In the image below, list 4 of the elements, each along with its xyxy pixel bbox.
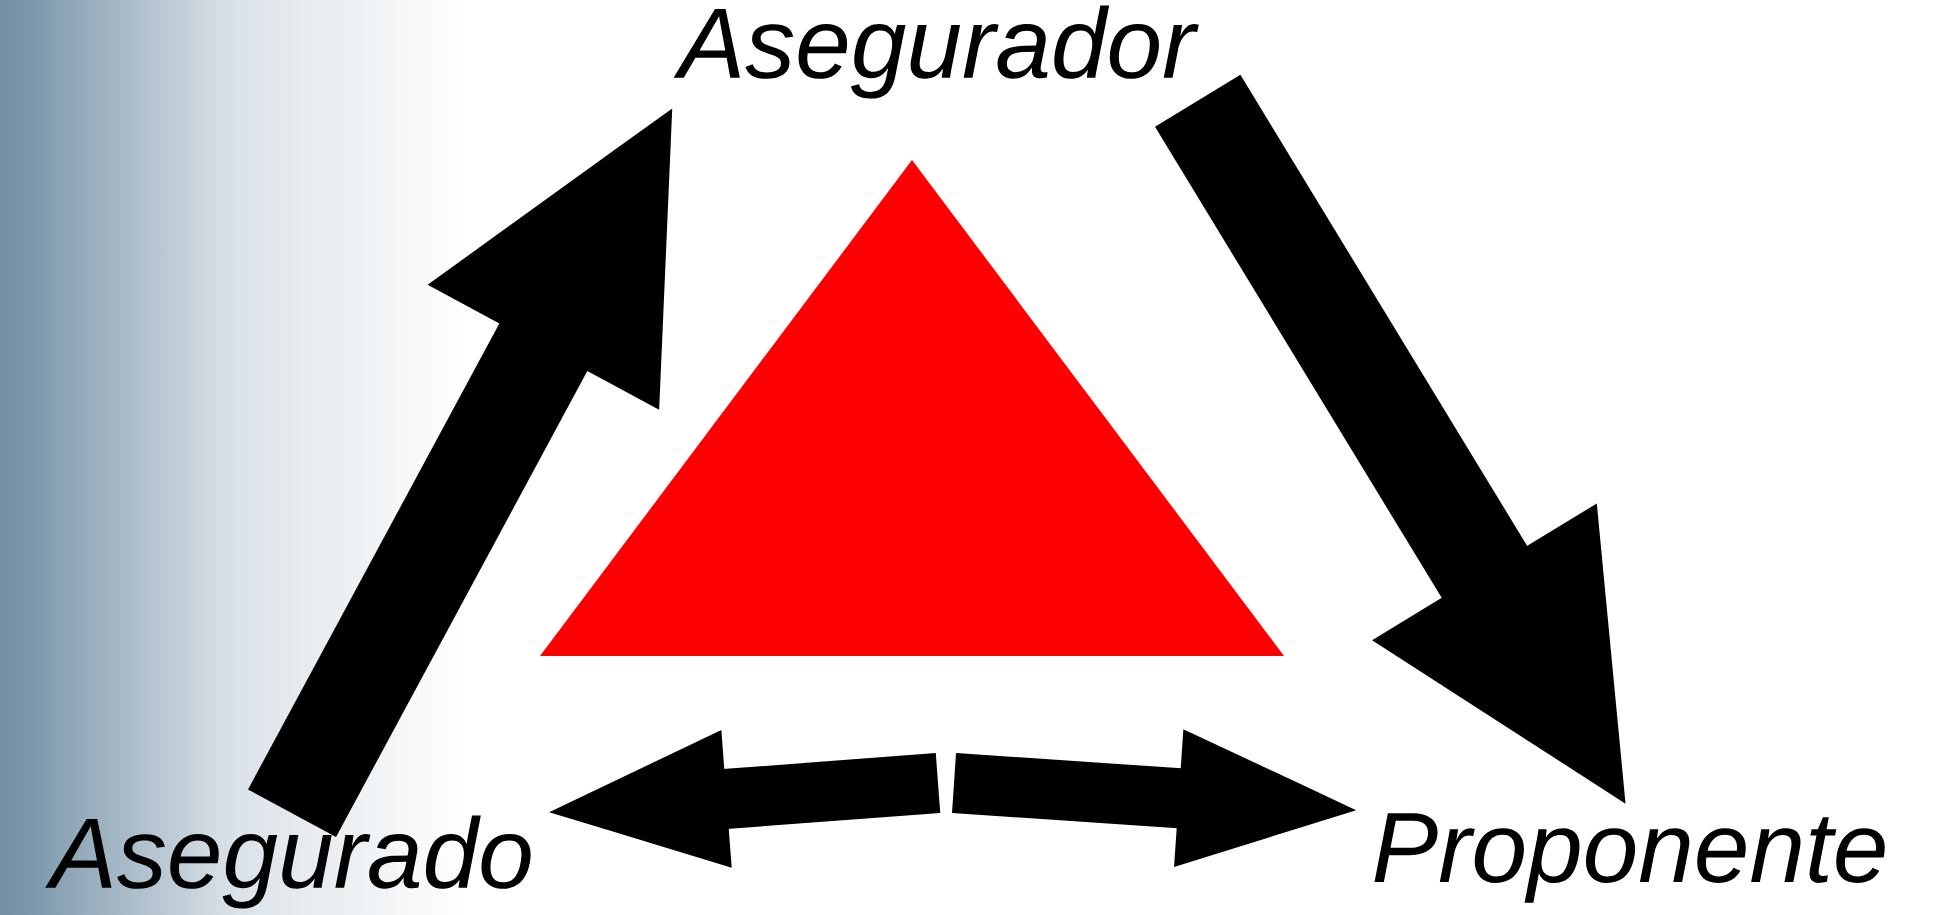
role-label: Asegurado bbox=[45, 815, 531, 909]
role-label: Proponente bbox=[1374, 813, 1885, 903]
role-label: Asegurador bbox=[673, 5, 1199, 99]
triangle bbox=[540, 160, 1284, 656]
